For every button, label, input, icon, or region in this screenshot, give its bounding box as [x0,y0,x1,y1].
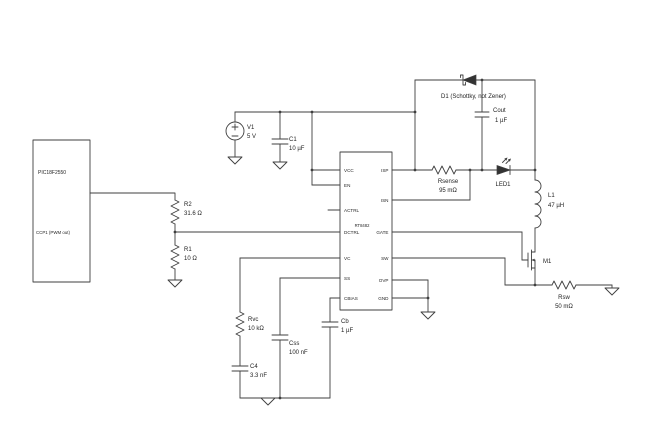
ground-icon [167,279,183,288]
c1-ref-label: C1 [289,137,297,143]
r2-value-label: 31.6 Ω [184,211,202,217]
v1-ref-label: V1 [247,125,255,131]
component-c1: C1 10 µF [271,137,305,152]
component-led1: LED1 [495,157,511,188]
r2-ref-label: R2 [184,202,192,208]
mcu-ref-label: PIC18F2550 [38,170,66,176]
ground-icon [227,156,243,165]
rvc-ref-label: Rvc [248,317,258,323]
r1-value-label: 10 Ω [184,256,197,262]
l1-ref-label: L1 [548,193,555,199]
component-v1: V1 5 V [225,121,256,141]
component-mcu: PIC18F2550 CCP1 (PWM out) [32,139,91,283]
led1-ref-label: LED1 [495,182,511,188]
ic-pin-isn: ISN [381,198,389,203]
ic-pin-vcc: VCC [344,168,354,173]
component-rvc: Rvc 10 kΩ [235,311,264,337]
ic-pin-en: EN [344,183,350,188]
component-d1: D1 (Schottky, not Zener) [441,74,506,100]
v1-value-label: 5 V [247,134,256,140]
component-cout: Cout 1 µF [474,108,507,124]
rvc-value-label: 10 kΩ [248,326,264,332]
ic-pin-gnd: GND [378,296,389,301]
m1-ref-label: M1 [543,259,552,265]
ic-pin-isp: ISP [381,168,388,173]
ground-icon [604,287,620,296]
component-rsense: Rsense 95 mΩ [431,165,459,194]
component-rsw: Rsw 50 mΩ [551,280,577,310]
c1-value-label: 10 µF [289,146,305,152]
component-m1: M1 [527,249,552,286]
cout-value-label: 1 µF [495,118,507,124]
component-c4: C4 3.3 nF [231,364,267,379]
component-cb: Cb 1 µF [321,319,353,334]
ic-pin-ss: SS [344,276,350,281]
c4-value-label: 3.3 nF [250,373,267,379]
c4-ref-label: C4 [250,364,258,370]
ic-pin-vc: VC [344,256,351,261]
led-emission-arrows-icon [502,157,511,164]
r1-ref-label: R1 [184,247,192,253]
ic-pin-sw: SW [381,256,389,261]
wire-net [89,79,613,399]
component-r2: R2 31.6 Ω [170,199,202,225]
cout-ref-label: Cout [493,108,506,114]
plus-icon [231,123,239,131]
ground-symbols [167,156,620,406]
junction-dots [173,78,537,400]
ic-pin-cbias: CBIAS [344,296,358,301]
cb-ref-label: Cb [341,319,349,325]
ic-pin-actrl: ACTRL [344,208,360,213]
l1-value-label: 47 µH [548,203,564,209]
rsense-ref-label: Rsense [438,179,459,185]
rsw-value-label: 50 mΩ [555,304,573,310]
component-r1: R1 10 Ω [170,244,197,270]
css-value-label: 100 nF [289,350,308,356]
ic-pin-dctrl: DCTRL [344,230,360,235]
component-css: Css 100 nF [271,334,308,356]
ic-pin-gate: GATE [376,230,388,235]
ic-ref-label: RT8482 [355,223,370,228]
rsw-ref-label: Rsw [558,295,570,301]
d1-ref-label: D1 (Schottky, not Zener) [441,94,506,100]
rsense-value-label: 95 mΩ [439,188,457,194]
cb-value-label: 1 µF [341,328,353,334]
ic-pin-ovp: OVP [379,278,389,283]
ground-icon [272,161,288,170]
component-ic: VCC EN ACTRL DCTRL VC SS CBIAS ISP ISN G… [339,151,393,311]
ground-icon [420,311,436,320]
ground-icon [260,397,276,406]
mcu-pin-label: CCP1 (PWM out) [36,230,70,235]
component-l1: L1 47 µH [534,179,564,229]
css-ref-label: Css [289,341,299,347]
